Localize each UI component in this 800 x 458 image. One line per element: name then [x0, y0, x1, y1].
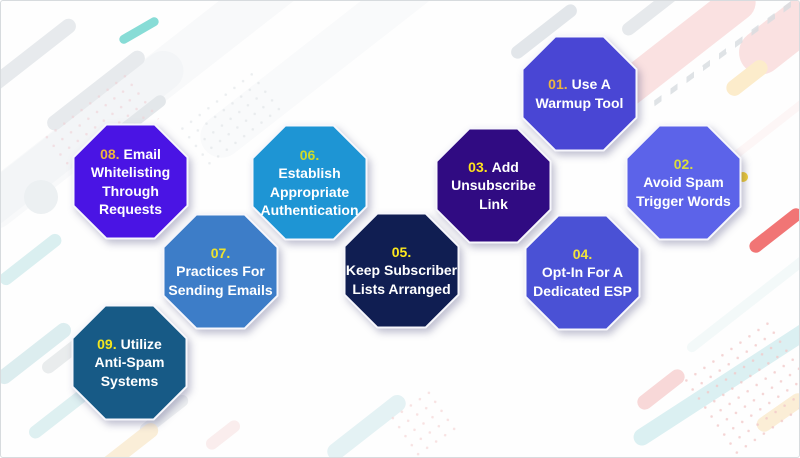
step-label: Utilize [120, 335, 162, 352]
octagon-step-06: 06. Establish Appropriate Authentication [251, 124, 368, 241]
step-label: Avoid Spam [643, 174, 724, 191]
octagon-step-02: 02. Avoid Spam Trigger Words [625, 124, 742, 241]
decor-stripe [746, 205, 799, 256]
step-number: 01. [548, 76, 568, 92]
octagon-text: 07. Practices For Sending Emails [162, 213, 279, 330]
octagon-text: 02. Avoid Spam Trigger Words [625, 124, 742, 241]
octagon-text: 08.Email Whitelisting Through Requests [72, 123, 189, 240]
step-label: Anti-Spam [94, 354, 165, 371]
step-label: Unsubscribe [451, 177, 536, 194]
octagon-text: 01.Use A Warmup Tool [521, 35, 638, 152]
decor-stripe [1, 15, 79, 96]
octagon-shape [524, 214, 641, 331]
octagon-text: 06. Establish Appropriate Authentication [251, 124, 368, 241]
decor-circle [24, 180, 58, 214]
octagon-step-07: 07. Practices For Sending Emails [162, 213, 279, 330]
octagon-text: 05. Keep Subscriber Lists Arranged [343, 212, 460, 329]
octagon-text: 09.Utilize Anti-Spam Systems [71, 304, 188, 421]
step-label: Establish [278, 165, 341, 181]
step-label: Authentication [260, 202, 359, 218]
step-label: Trigger Words [636, 192, 731, 209]
step-label: Email [123, 145, 161, 162]
step-label: Appropriate [269, 183, 350, 200]
octagon-text: 04. Opt-In For A Dedicated ESP [524, 214, 641, 331]
step-label: Warmup Tool [535, 94, 624, 111]
octagon-shape [521, 35, 638, 152]
octagon-shape [251, 124, 368, 241]
octagon-step-03: 03.Add Unsubscribe Link [435, 127, 552, 244]
step-number: 05. [391, 243, 412, 260]
step-label: Practices For [176, 263, 265, 280]
step-label: Keep Subscriber [345, 262, 458, 279]
step-number: 06. [299, 146, 320, 163]
decor-stripe [1, 231, 65, 288]
octagon-shape [71, 304, 188, 421]
octagon-text: 03.Add Unsubscribe Link [435, 127, 552, 244]
step-label: Opt-In For A [541, 264, 624, 281]
step-label: Dedicated ESP [533, 282, 632, 299]
octagon-step-05: 05. Keep Subscriber Lists Arranged [343, 212, 460, 329]
step-number: 07. [210, 244, 231, 261]
step-label: Lists Arranged [352, 280, 451, 297]
octagon-shape [435, 127, 552, 244]
step-number: 03. [468, 158, 488, 175]
step-number: 09. [97, 335, 117, 352]
step-label: Whitelisting [90, 164, 171, 180]
octagon-step-08: 08.Email Whitelisting Through Requests [72, 123, 189, 240]
decor-stripe [203, 417, 243, 453]
step-label: Add [491, 158, 519, 175]
decor-stripe [96, 420, 162, 457]
octagon-shape [72, 123, 189, 240]
decor-stripe [117, 15, 161, 46]
decor-yellow-dot [738, 172, 748, 182]
step-number: 08. [100, 145, 120, 162]
step-label: Link [479, 195, 508, 212]
octagon-step-01: 01.Use A Warmup Tool [521, 35, 638, 152]
step-label: Use A [571, 76, 611, 92]
step-label: Sending Emails [168, 281, 273, 298]
step-label: Through [102, 182, 159, 199]
octagon-shape [343, 212, 460, 329]
step-number: 02. [673, 155, 694, 172]
step-label: Systems [100, 372, 159, 389]
octagon-shape [625, 124, 742, 241]
step-label: Requests [98, 201, 163, 217]
octagon-shape [162, 213, 279, 330]
step-number: 04. [572, 245, 593, 262]
octagon-step-09: 09.Utilize Anti-Spam Systems [71, 304, 188, 421]
octagon-step-04: 04. Opt-In For A Dedicated ESP [524, 214, 641, 331]
